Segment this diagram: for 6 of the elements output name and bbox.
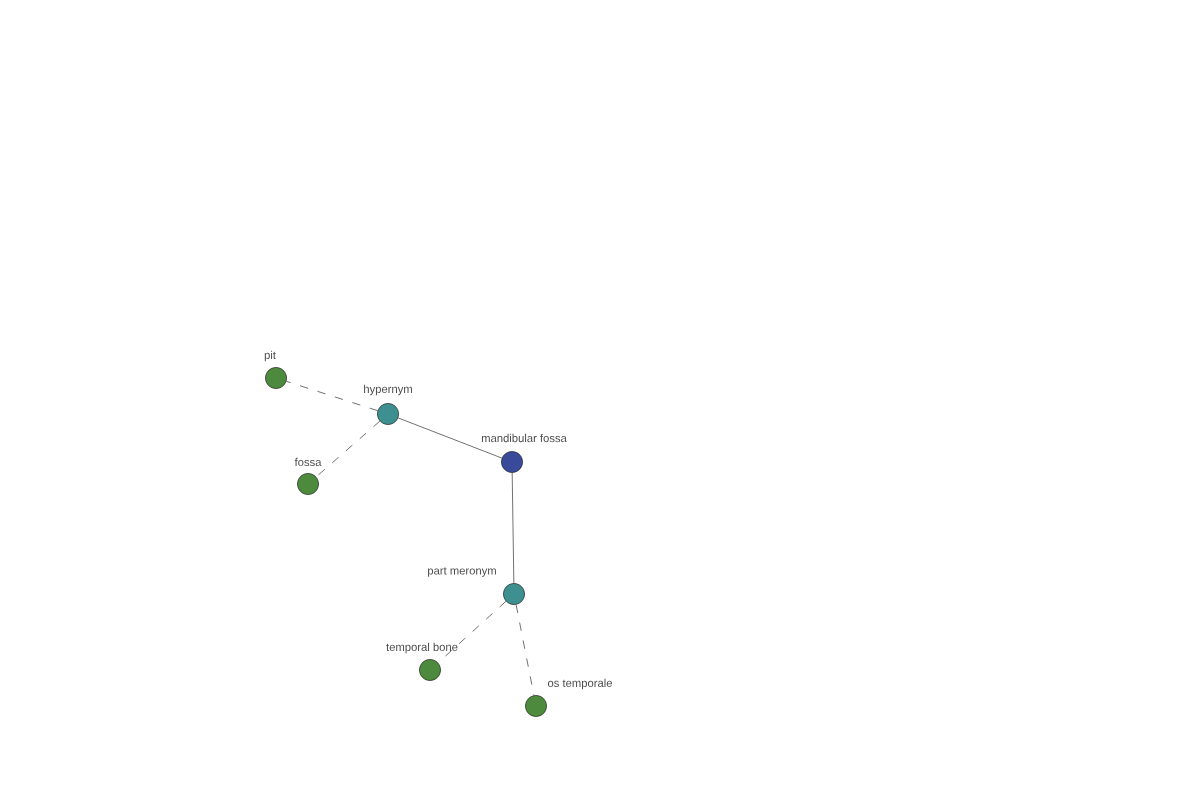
connector-line — [511, 472, 515, 584]
dashed-line — [286, 381, 378, 411]
dashed-line — [315, 420, 381, 478]
dashed-line — [515, 604, 535, 696]
dashed-line — [437, 601, 507, 663]
connector-line — [397, 417, 503, 459]
